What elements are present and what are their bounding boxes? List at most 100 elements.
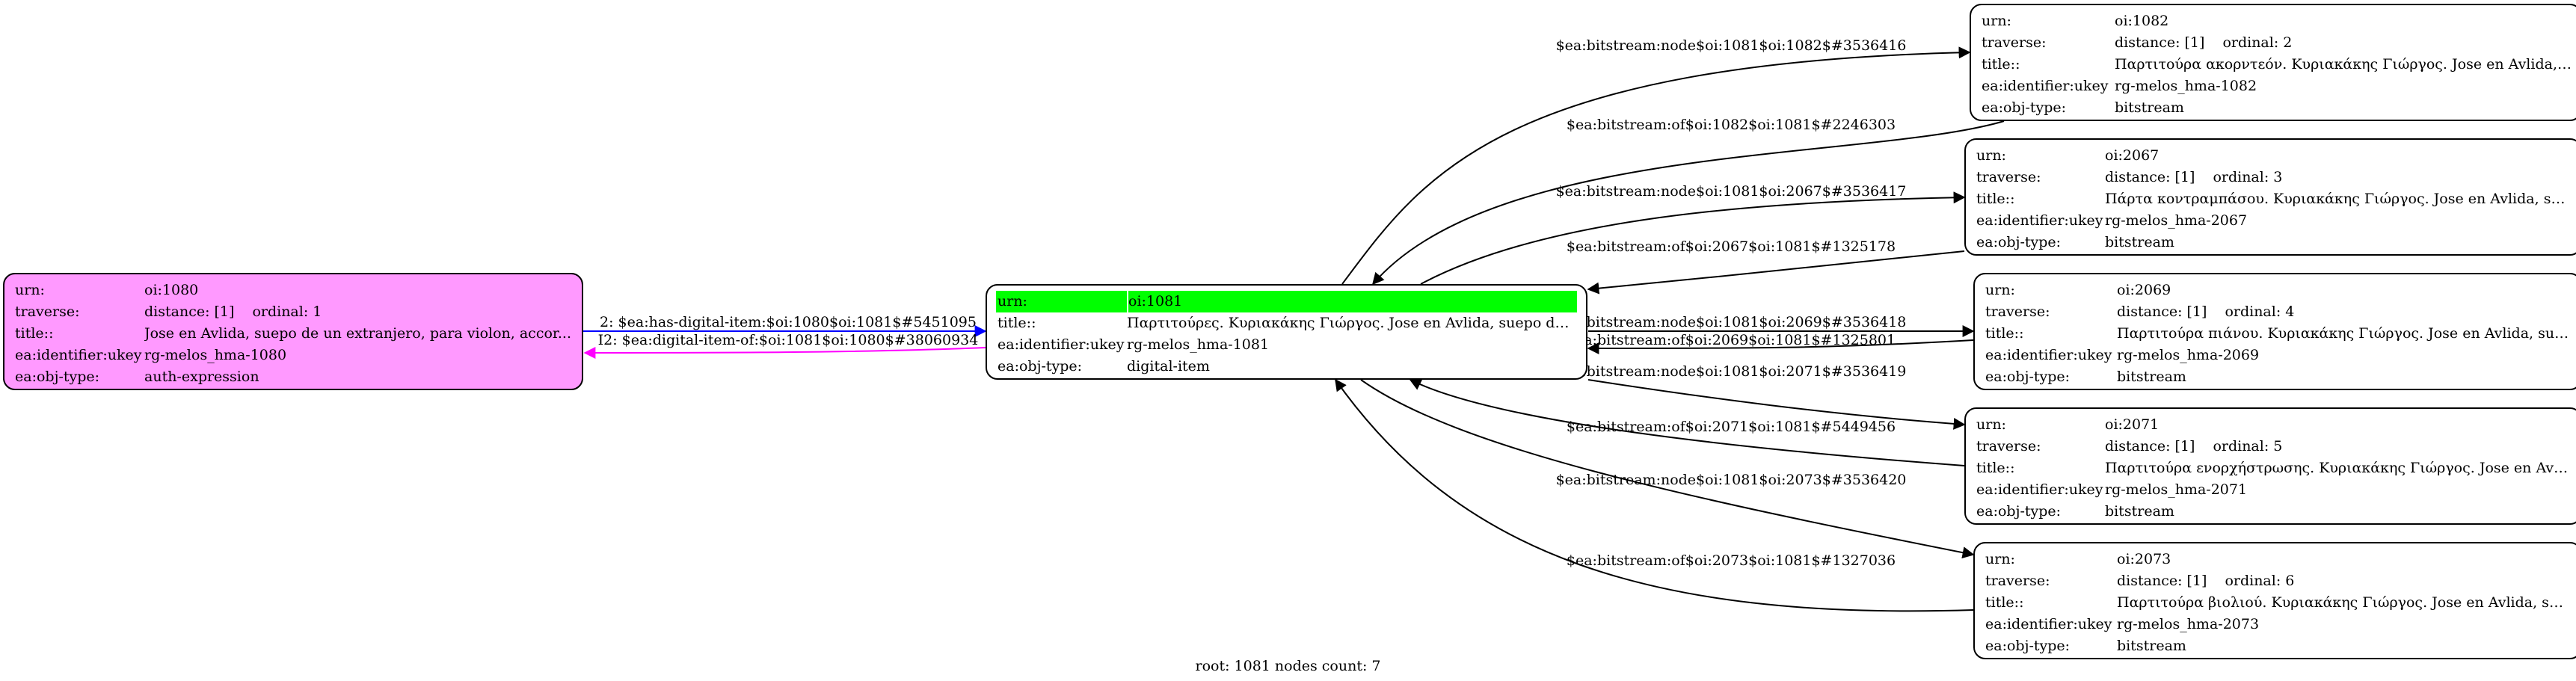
row-ordinal: ordinal: 3: [2213, 169, 2283, 185]
node-row: urn:oi:1081: [996, 291, 1577, 312]
node-row: urn:oi:2071: [1975, 414, 2572, 436]
node-row: traverse:distance: [1]ordinal: 6: [1984, 570, 2572, 592]
row-value: oi:2067: [2105, 147, 2160, 164]
row-value: bitstream: [2105, 503, 2174, 520]
row-key: traverse:: [1985, 573, 2050, 589]
row-key: traverse:: [1976, 438, 2041, 454]
row-key: urn:: [996, 291, 1128, 312]
row-key: traverse:: [1976, 169, 2041, 185]
node-row: ea:obj-type: bitstream: [1984, 635, 2572, 657]
node-row: title::Παρτιτούρα πιάνου. Κυριακάκης Γιώ…: [1984, 323, 2572, 345]
edge-label: $ea:bitstream:of$oi:2073$oi:1081$#132703…: [1567, 552, 1896, 569]
row-key: ea:obj-type:: [997, 358, 1083, 375]
node-row: ea:identifier:ukey rg-melos_hma-2069: [1984, 345, 2572, 366]
row-value: Πάρτα κοντραμπάσου. Κυριακάκης Γιώργος. …: [2105, 191, 2572, 207]
row-ordinal: ordinal: 1: [252, 303, 322, 320]
row-ordinal: ordinal: 2: [2222, 34, 2293, 51]
graph-footer: root: 1081 nodes count: 7: [1195, 658, 1381, 674]
row-key: traverse:: [15, 303, 80, 320]
node-row: urn: oi:1082: [1980, 10, 2572, 32]
row-value: rg-melos_hma-2069: [2117, 347, 2260, 363]
node-row: traverse:distance: [1]ordinal: 5: [1975, 436, 2572, 457]
node-row: title::Παρτιτούρες. Κυριακάκης Γιώργος. …: [996, 312, 1577, 334]
row-value: bitstream: [2117, 638, 2186, 654]
row-value: bitstream: [2117, 369, 2186, 385]
node-row: title::Παρτιτούρα ενορχήστρωσης. Κυριακά…: [1975, 457, 2572, 479]
edge-line: [1341, 46, 1971, 285]
row-value: distance: [1]: [2117, 303, 2207, 320]
row-key: title::: [15, 325, 54, 342]
edge-line: [1371, 120, 2005, 286]
node-oi-1082[interactable]: urn: oi:1082 traverse: distance: [1] ordinal…: [1970, 4, 2576, 121]
node-row: traverse: distance: [1] ordinal: 4: [1984, 301, 2572, 323]
row-key: ea:identifier:ukey: [1985, 347, 2112, 363]
row-key: title::: [1985, 594, 2024, 611]
node-oi-1080[interactable]: urn: oi:1080 traverse: distance: [1] ordinal…: [3, 273, 583, 390]
node-row: ea:identifier:ukey rg-melos_hma-1082: [1980, 76, 2572, 97]
edge-label: 2: $ea:has-digital-item:$oi:1080$oi:1081…: [600, 314, 977, 330]
node-row: traverse: distance: [1] ordinal: 1: [13, 301, 573, 323]
row-value: rg-melos_hma-1081: [1127, 336, 1270, 353]
node-row: urn: oi:1080: [13, 280, 573, 301]
row-key: ea:obj-type:: [1985, 369, 2071, 385]
row-key: urn:: [1985, 282, 2015, 298]
row-key: title::: [1976, 460, 2015, 476]
row-key: ea:obj-type:: [1985, 638, 2071, 654]
row-key: ea:identifier:ukey: [1982, 78, 2109, 94]
row-value: oi:2069: [2117, 282, 2171, 298]
row-ordinal: ordinal: 4: [2225, 303, 2295, 320]
edge-label: $ea:bitstream:node$oi:1081$oi:1082$#3536…: [1556, 37, 1907, 54]
row-key: urn:: [1982, 13, 2011, 29]
row-value: distance: [1]: [2105, 169, 2195, 185]
edge-line: [1420, 191, 1966, 285]
row-key: urn:: [1976, 147, 2006, 164]
edge-line: [583, 346, 986, 359]
node-oi-2067[interactable]: urn: oi:2067 traverse: distance: [1] ordinal…: [1964, 138, 2576, 256]
row-key: ea:identifier:ukey: [1985, 616, 2112, 632]
row-key: urn:: [1976, 416, 2006, 433]
edge-label: I2: $ea:digital-item-of:$oi:1081$oi:1080…: [598, 332, 979, 348]
node-row: title::Πάρτα κοντραμπάσου. Κυριακάκης Γι…: [1975, 188, 2572, 210]
row-key: urn:: [15, 282, 45, 298]
edge-label: $ea:bitstream:of$oi:2069$oi:1081$#132580…: [1567, 332, 1896, 348]
node-row: ea:obj-type:bitstream: [1980, 97, 2572, 119]
node-row: ea:obj-type:auth-expression: [13, 366, 573, 388]
row-key: traverse:: [1985, 303, 2050, 320]
row-key: traverse:: [1982, 34, 2047, 51]
row-value: distance: [1]: [2105, 438, 2195, 454]
row-key: urn:: [1985, 551, 2015, 567]
row-key: ea:obj-type:: [1976, 234, 2062, 250]
row-value: rg-melos_hma-1082: [2115, 78, 2257, 94]
row-key: title::: [997, 315, 1036, 331]
edge-label: $ea:bitstream:node$oi:1081$oi:2067$#3536…: [1556, 183, 1907, 200]
row-value: oi:1082: [2115, 13, 2169, 29]
edge-line: [1409, 379, 1965, 466]
row-value: Παρτιτούρα βιολιού. Κυριακάκης Γιώργος. …: [2117, 594, 2572, 611]
node-oi-2069[interactable]: urn: oi:2069 traverse: distance: [1] ordinal…: [1973, 273, 2576, 390]
row-value: Παρτιτούρα ακορντεόν. Κυριακάκης Γιώργος…: [2115, 56, 2572, 73]
row-value: distance: [1]: [144, 303, 235, 320]
node-row: urn: oi:2069: [1984, 280, 2572, 301]
row-key: ea:obj-type:: [1976, 503, 2062, 520]
node-row: ea:obj-type:bitstream: [1975, 232, 2572, 253]
row-value: digital-item: [1127, 358, 1210, 375]
edge-label: $ea:bitstream:node$oi:1081$oi:2073$#3536…: [1556, 472, 1907, 488]
node-row: ea:obj-type: bitstream: [1975, 501, 2572, 523]
row-key: title::: [1976, 191, 2015, 207]
edge-line: [1335, 378, 1974, 612]
row-value: Jose en Avlida, suepo de un extranjero, …: [144, 325, 572, 342]
node-row: title::Παρτιτούρα ακορντεόν. Κυριακάκης …: [1980, 54, 2572, 76]
row-value: Παρτιτούρες. Κυριακάκης Γιώργος. Jose en…: [1127, 315, 1577, 331]
row-key: ea:identifier:ukey: [1976, 481, 2103, 498]
row-value: distance: [1]: [2115, 34, 2205, 51]
row-value: oi:1080: [144, 282, 199, 298]
edge-line: [1360, 379, 1975, 559]
row-key: ea:identifier:ukey: [997, 336, 1125, 353]
